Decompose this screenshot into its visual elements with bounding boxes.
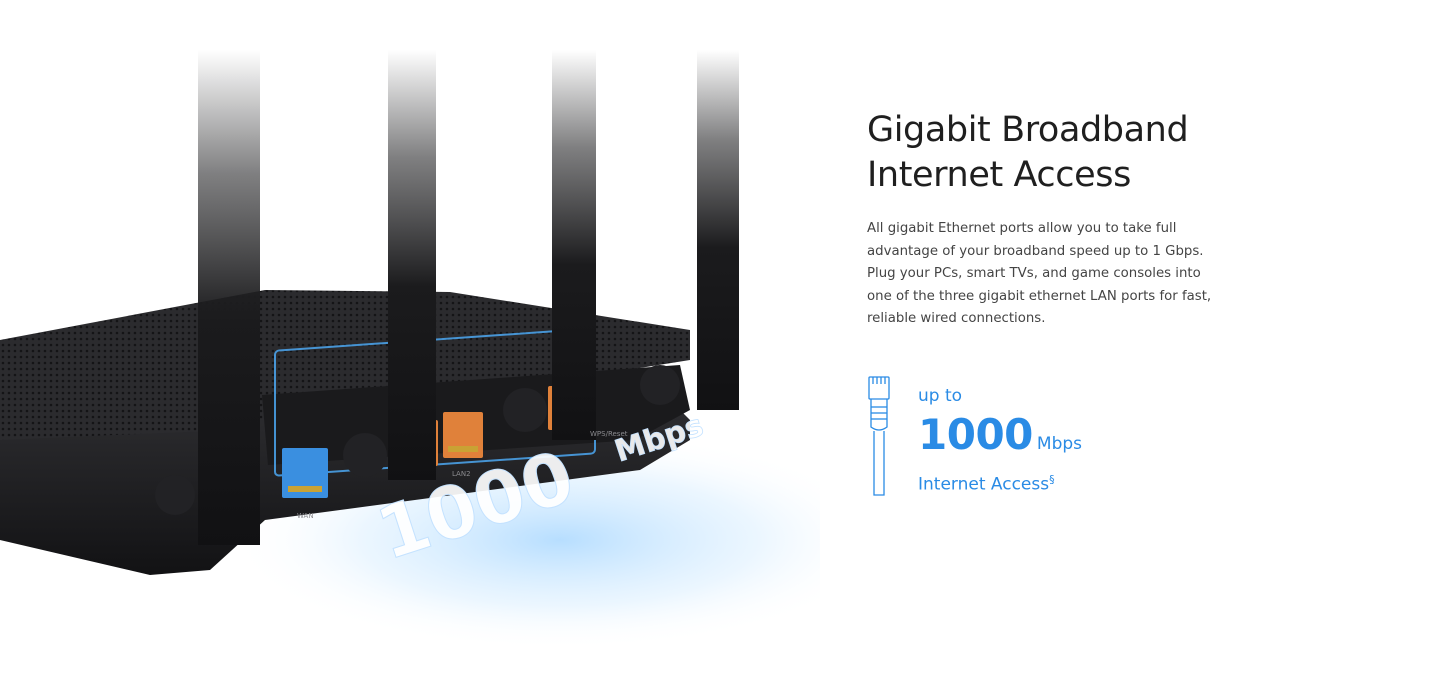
antenna-base [155,475,195,515]
router-top [0,290,690,470]
lan-port-2 [443,412,483,458]
antenna [388,50,436,480]
stat-suffix-row: Internet Access§ [918,468,1082,497]
ethernet-cable-icon [868,376,890,496]
antenna [198,50,260,545]
headline-line-1: Gigabit Broadband [867,110,1189,150]
headline-line-2: Internet Access [867,155,1131,195]
antenna-base [343,433,387,477]
feature-text: Gigabit Broadband Internet Access All gi… [867,108,1227,331]
router-front [0,410,690,575]
lan-port-label: LAN2 [452,470,471,478]
wan-port [282,448,328,498]
wan-port-label: WAN [297,512,314,520]
stat-number: 1000 [918,410,1033,459]
stat-prefix: up to [918,386,963,406]
reset-label: WPS/Reset [590,430,628,438]
antenna-base [640,365,680,405]
router-product-image: WAN LAN2 WPS/Reset 1000 Mbps [0,50,820,650]
feature-description: All gigabit Ethernet ports allow you to … [867,221,1212,326]
stat-unit: Mbps [1036,434,1083,454]
antenna [552,50,596,440]
feature-headline: Gigabit Broadband Internet Access [867,108,1227,198]
antenna [697,50,739,410]
antenna-base [503,388,547,432]
footnote-mark[interactable]: § [1049,473,1055,486]
stat-suffix: Internet Access [918,474,1050,495]
